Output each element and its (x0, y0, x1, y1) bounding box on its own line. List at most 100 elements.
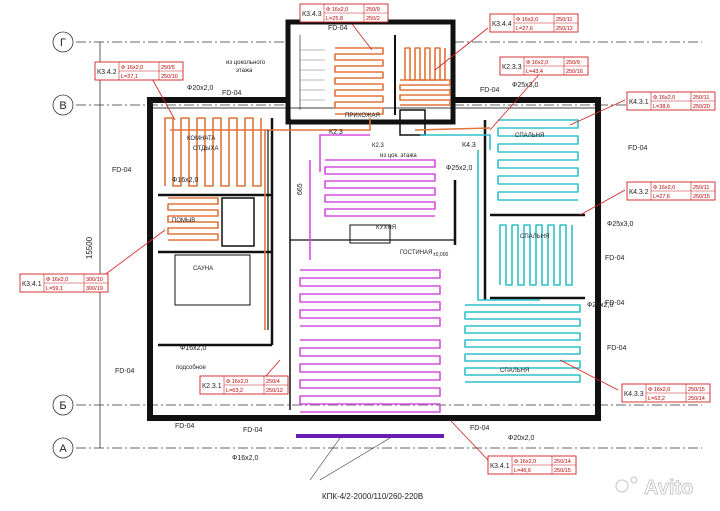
fd-label: FD-04 (628, 145, 648, 152)
axis-b-label: Б (59, 400, 66, 412)
heating-loop-k342 (164, 117, 262, 187)
heating-loop-k344 (404, 47, 446, 81)
room-podsob: подсобное (176, 365, 206, 371)
pipe-label: Ф20х2,0 (187, 85, 213, 92)
tag-value-1: 250/5 (161, 65, 175, 71)
tag-diameter: Ф 16х2,0 (121, 65, 143, 71)
fd-label: FD-04 (607, 345, 627, 352)
room-hall: ПРИХОЖАЯ (345, 113, 380, 119)
heating-loop-k231b (299, 339, 441, 413)
tag-length: L=38,6 (653, 104, 670, 110)
tag-length: L=43,4 (526, 69, 543, 75)
avito-watermark: Avito (615, 476, 694, 499)
tag-name: К4.3.1 (629, 99, 649, 106)
tag-value-2: 250/15 (693, 194, 710, 200)
heating-loop-k344b (399, 79, 451, 106)
pipe-label: Ф16х2,0 (180, 345, 206, 352)
tag-value-2: 250/15 (554, 468, 571, 474)
tag-name: К3.4.4 (492, 21, 512, 28)
collector-k23: К2.3 (329, 129, 343, 136)
tag-value-1: 250/11 (693, 95, 709, 101)
fd-label: FD-04 (328, 25, 348, 32)
tag-diameter: Ф 16х2,0 (653, 185, 675, 191)
fd-label: FD-04 (115, 368, 135, 375)
tag-diameter: Ф 16х2,0 (514, 459, 536, 465)
loop-tag-k341b: К3.4.1 Ф 16х2,0L=46,6 250/14 250/15 (487, 455, 577, 475)
pipe-label: Ф25х3,0 (512, 82, 538, 89)
tag-name: К3.4.3 (302, 11, 322, 18)
tag-value-1: 300/10 (86, 277, 103, 283)
room-living: ГОСТИНАЯ (400, 250, 432, 256)
tag-diameter: Ф 16х2,0 (516, 17, 538, 23)
fd-label: FD-04 (243, 427, 263, 434)
tag-diameter: Ф 16х2,0 (46, 277, 68, 283)
tag-length: L=25,8 (326, 16, 343, 22)
supply-lines (170, 118, 540, 330)
tag-value-1: 250/9 (566, 60, 580, 66)
pipe-label: Ф20х2,0 (508, 435, 534, 442)
tag-value-2: 250/12 (556, 26, 573, 32)
axis-v-label: В (59, 100, 66, 112)
fd-label: FD-04 (175, 423, 195, 430)
tag-diameter: Ф 16х2,0 (648, 387, 670, 393)
from-base-label-3: из цок. этажа (380, 153, 417, 159)
room-room: КОМНАТА (187, 136, 215, 142)
collector-k43: К4.3 (462, 142, 476, 149)
heating-loop-k233 (324, 159, 436, 217)
heating-loop-k432 (499, 224, 573, 286)
heating-loop-k431 (497, 119, 579, 201)
fd-label: FD-04 (605, 300, 625, 307)
heating-loop-k433 (464, 304, 581, 383)
tag-length: L=27,6 (516, 26, 533, 32)
tag-diameter: Ф 16х2,0 (326, 7, 348, 13)
tag-length: L=46,6 (514, 468, 531, 474)
from-base-label: из цокольного (226, 60, 266, 66)
room-shower: ПОМЫВ (172, 218, 195, 224)
heating-loop-k341 (167, 197, 219, 241)
tag-value-1: 250/14 (554, 459, 571, 465)
fd-label: FD-04 (112, 167, 132, 174)
room-kitchen: КУХНЯ (376, 225, 396, 231)
room-bed2: СПАЛЬНЯ (520, 234, 549, 240)
heating-loop-k231 (299, 269, 441, 327)
from-base-label-2: этажа (236, 68, 253, 74)
tag-length: L=37,1 (121, 74, 138, 80)
heating-loop-k343 (334, 47, 384, 115)
tag-diameter: Ф 16х2,0 (653, 95, 675, 101)
tag-value-2: 250/10 (161, 74, 178, 80)
pipe-label: Ф16х2,0 (232, 455, 258, 462)
tag-name: К4.3.2 (629, 189, 649, 196)
tag-name: К3.4.1 (490, 463, 510, 470)
tag-diameter: Ф 16х2,0 (526, 60, 548, 66)
pipe-label: Ф25х2,0 (446, 165, 472, 172)
tag-length: L=62,2 (648, 396, 665, 402)
tag-name: К3.4.1 (22, 281, 42, 288)
stairs (300, 49, 325, 101)
leader-lines (94, 23, 626, 461)
tag-length: L=63,2 (226, 388, 243, 394)
room-labels: ПРИХОЖАЯ КОМНАТА ОТДЫХА САУНА ПОМЫВ КУХН… (172, 60, 549, 374)
tag-value-2: 250/20 (693, 104, 710, 110)
floor-convectors (296, 434, 444, 481)
tag-value-2: 250/16 (566, 69, 583, 75)
tag-name: К2.3.3 (502, 64, 522, 71)
pipe-length-label: 665 (297, 183, 304, 195)
room-bed1: СПАЛЬНЯ (515, 133, 544, 139)
loop-tag-k431: К4.3.1 Ф 16х2,0L=38,6 250/11 250/20 (626, 91, 716, 111)
collector-k23b: К2.3 (372, 143, 384, 149)
fd-label: FD-04 (480, 87, 500, 94)
pipe-label: Ф16х2,0 (172, 177, 198, 184)
tag-value-2: 250/2 (366, 16, 380, 22)
axis-g-label: Г (60, 37, 66, 49)
tag-value-2: 300/19 (86, 286, 103, 292)
tag-value-2: 250/12 (266, 388, 283, 394)
fd-label: FD-04 (605, 255, 625, 262)
tag-value-1: 250/4 (266, 379, 280, 385)
